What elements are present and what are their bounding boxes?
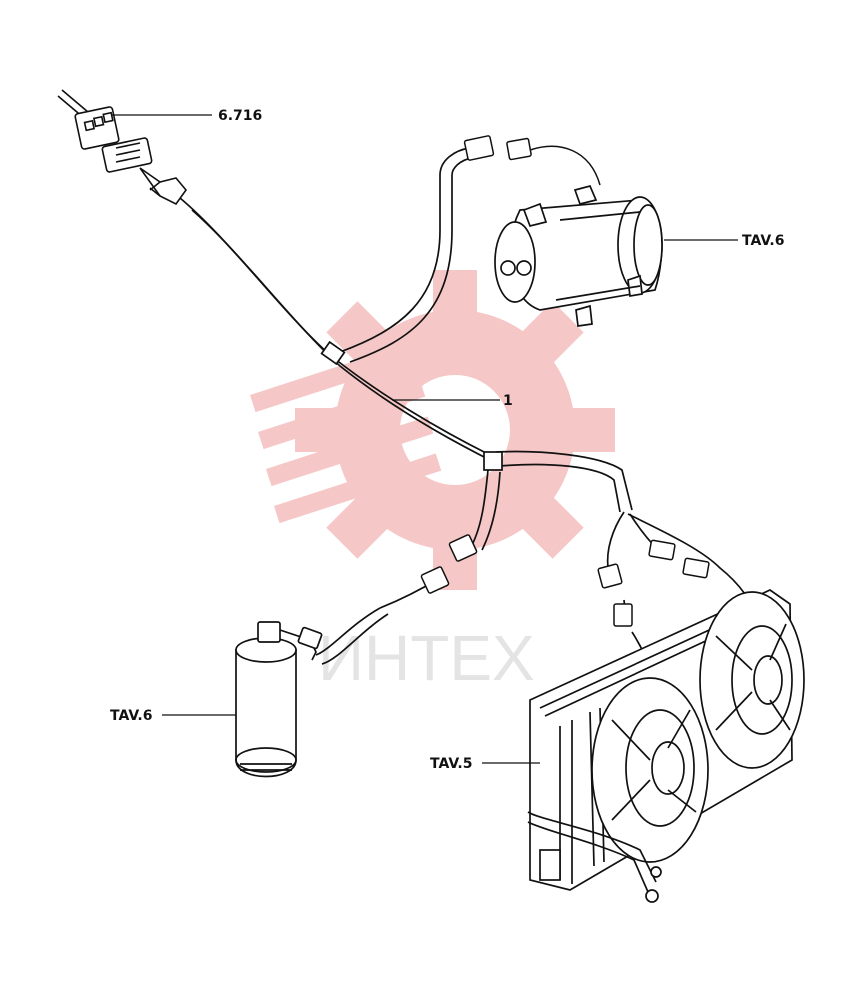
radiator-fan-assembly: [527, 589, 805, 903]
receiver-dryer: [235, 621, 323, 778]
leader-lines: [112, 114, 738, 764]
callout-compressor: TAV.6: [742, 233, 784, 249]
callout-radiator: TAV.5: [430, 756, 472, 772]
callout-connector: 6.716: [218, 108, 262, 124]
ac-compressor: [494, 184, 663, 327]
callout-dryer: TAV.6: [110, 708, 152, 724]
watermark-text: ИНТЕХ: [318, 622, 535, 694]
callout-harness: 1: [503, 393, 513, 409]
watermark-logo: [250, 270, 615, 590]
wiring-harness: [179, 147, 770, 741]
harness-connector-top: [57, 89, 188, 206]
wire-connectors: [420, 135, 710, 627]
